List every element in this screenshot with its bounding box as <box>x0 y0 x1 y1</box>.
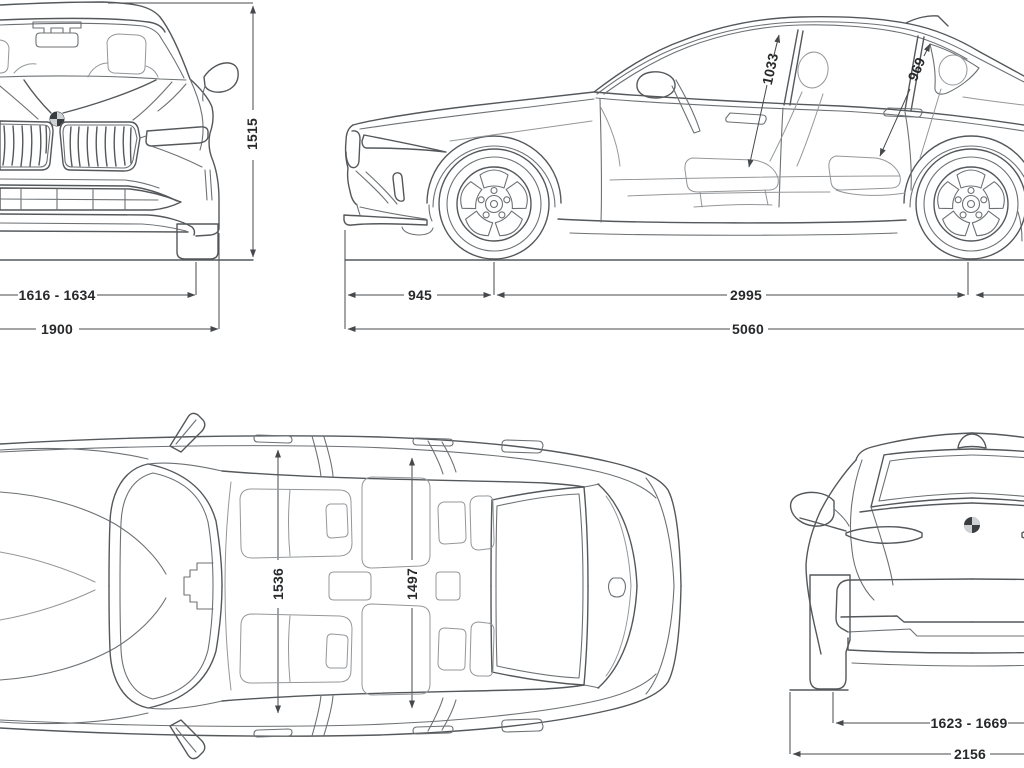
svg-text:2156: 2156 <box>954 746 986 762</box>
svg-text:1616 - 1634: 1616 - 1634 <box>19 287 96 303</box>
svg-text:1536: 1536 <box>270 568 286 600</box>
svg-text:969: 969 <box>904 55 928 83</box>
svg-text:1623 - 1669: 1623 - 1669 <box>931 715 1008 731</box>
svg-text:1515: 1515 <box>244 118 260 150</box>
svg-text:1497: 1497 <box>404 568 420 600</box>
svg-text:1900: 1900 <box>41 321 73 337</box>
svg-text:1033: 1033 <box>759 52 781 87</box>
svg-text:2995: 2995 <box>730 287 762 303</box>
svg-text:5060: 5060 <box>732 321 764 337</box>
svg-text:945: 945 <box>408 287 432 303</box>
